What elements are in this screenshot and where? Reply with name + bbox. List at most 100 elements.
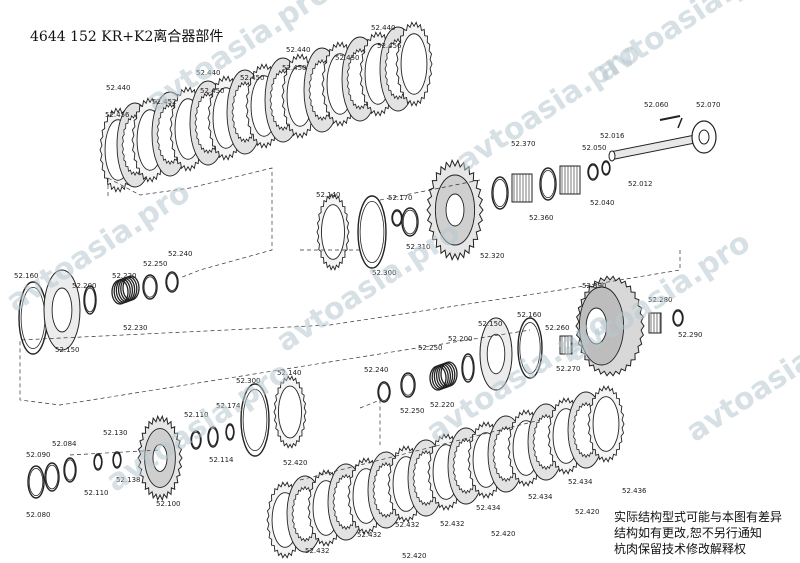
- part-label: 52.250: [143, 260, 168, 268]
- part-label: 52.016: [600, 132, 625, 140]
- note-line: 结构如有更改,恕不另行通知: [614, 526, 762, 540]
- part-label: 52.432: [395, 521, 420, 529]
- seal-ring-52200: [83, 285, 97, 315]
- snap-ring: [491, 176, 509, 210]
- part-label: 52.432: [357, 531, 382, 539]
- ring-52080: [27, 465, 45, 499]
- part-label: 52.250: [400, 407, 425, 415]
- bearing-52280: [648, 312, 662, 334]
- ring-52290: [672, 309, 684, 327]
- part-label: 52.440: [286, 46, 311, 54]
- part-label: 52.200: [448, 335, 473, 343]
- part-label: 52.450: [240, 74, 265, 82]
- part-label: 52.220: [112, 272, 137, 280]
- part-label: 52.456: [105, 111, 130, 119]
- needle-bearing: [511, 173, 533, 203]
- note-line: 实际结构型式可能与本图有差异: [614, 510, 783, 524]
- part-label: 52.160: [14, 272, 39, 280]
- part-label: 52.090: [26, 451, 51, 459]
- washer: [587, 163, 599, 181]
- retaining-ring-52160: [18, 281, 48, 355]
- part-label: 52.110: [84, 489, 109, 497]
- part-label: 52.300: [236, 377, 261, 385]
- needle-bearing: [559, 165, 581, 195]
- part-label: 52.200: [72, 282, 97, 290]
- part-label: 52.138: [116, 476, 141, 484]
- part-label: 52.140: [277, 369, 302, 377]
- washer-52110: [93, 453, 103, 471]
- part-label: 52.040: [590, 199, 615, 207]
- part-label: 52.434: [568, 478, 593, 486]
- spring-plate-52250: [142, 274, 158, 300]
- input-shaft: [608, 115, 717, 162]
- part-label: 52.440: [371, 24, 396, 32]
- part-label: 52.150: [478, 320, 503, 328]
- part-label: 52.432: [440, 520, 465, 528]
- part-label: 52.130: [103, 429, 128, 437]
- piston-52150: [479, 317, 513, 391]
- snap-ring-52300: [357, 195, 387, 269]
- clutch-drum-52390: [575, 275, 645, 377]
- part-label: 52.360: [529, 214, 554, 222]
- part-label: 52.110: [184, 411, 209, 419]
- part-label: 52.170: [388, 194, 413, 202]
- planet-gear-52320: [426, 159, 484, 261]
- part-label: 52.450: [335, 54, 360, 62]
- washer-52114: [190, 430, 202, 450]
- part-label: 52.100: [156, 500, 181, 508]
- part-label: 52.300: [372, 269, 397, 277]
- snap-ring-52240: [377, 381, 391, 403]
- part-label: 52.420: [283, 459, 308, 467]
- part-label: 52.390: [582, 282, 607, 290]
- clutch-disc-drawings: [18, 21, 684, 559]
- clutch-plate-52140: [316, 193, 350, 271]
- ring-52160: [517, 317, 543, 379]
- part-label: 52.456: [377, 42, 402, 50]
- spring-plate-52250: [400, 372, 416, 398]
- part-label: 52.450: [282, 64, 307, 72]
- clutch-plate-52140: [273, 375, 307, 449]
- washer-52084: [63, 457, 77, 483]
- seal-ring-52200: [461, 353, 475, 383]
- part-label: 52.370: [511, 140, 536, 148]
- part-label: 52.420: [491, 530, 516, 538]
- sun-gear-52100: [137, 414, 183, 502]
- part-label: 52.260: [545, 324, 570, 332]
- part-label: 52.080: [26, 511, 51, 519]
- part-number-labels: 52.440 52.456 52.440 52.450 52.450 52.44…: [14, 24, 721, 560]
- part-label: 52.250: [418, 344, 443, 352]
- part-label: 52.150: [55, 346, 80, 354]
- part-label: 52.320: [480, 252, 505, 260]
- part-label: 52.432: [305, 547, 330, 555]
- part-label: 52.290: [678, 331, 703, 339]
- part-label: 52.220: [430, 401, 455, 409]
- thrust-washer: [539, 167, 557, 201]
- part-label: 52.310: [406, 243, 431, 251]
- part-label: 52.434: [528, 493, 553, 501]
- disclaimer-note: 实际结构型式可能与本图有差异 结构如有更改,恕不另行通知 杭肉保留技术修改解释权: [614, 509, 782, 557]
- part-label: 52.114: [209, 456, 234, 464]
- part-label: 52.270: [556, 365, 581, 373]
- bushing-52260: [559, 335, 573, 355]
- part-label: 52.452: [152, 98, 177, 106]
- part-label: 52.434: [476, 504, 501, 512]
- part-label: 52.436: [622, 487, 647, 495]
- outer-clutch-disc: [395, 21, 433, 107]
- part-label: 52.440: [106, 84, 131, 92]
- diagram-title: 4644 152 KR+K2离合器部件: [30, 29, 224, 45]
- washer-52110: [207, 426, 219, 448]
- part-label: 52.280: [648, 296, 673, 304]
- assembly-guide-lines: [19, 167, 681, 481]
- snap-ring-52300: [240, 383, 270, 457]
- part-label: 52.450: [200, 87, 225, 95]
- washer-52170: [391, 209, 403, 227]
- washer-52174: [225, 423, 235, 441]
- bushing-52138: [112, 451, 122, 469]
- part-label: 52.060: [644, 101, 669, 109]
- part-label: 52.050: [582, 144, 607, 152]
- return-spring-52220: [429, 361, 458, 391]
- part-label: 52.174: [216, 402, 241, 410]
- return-spring-52220: [111, 275, 140, 305]
